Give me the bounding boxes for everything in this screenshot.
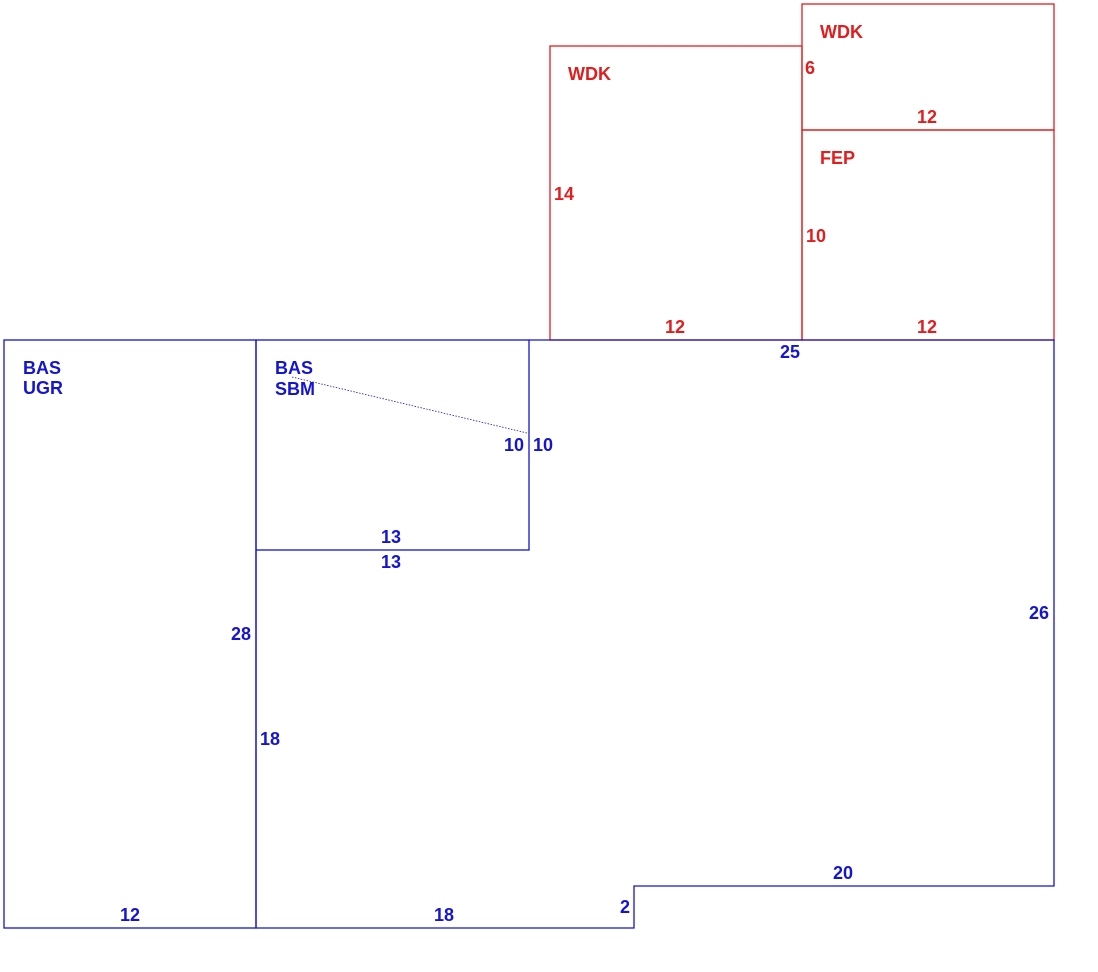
dim-fep-width: 12 [917,317,937,337]
dim-step-bottom: 20 [833,863,853,883]
label-fep: FEP [820,148,855,168]
dim-bottom-mid: 18 [434,905,454,925]
dim-sbm-bottom-inner: 13 [381,527,401,547]
additions-group [549,3,1055,341]
dim-bottom-left: 12 [120,905,140,925]
dim-sbm-bottom-outer: 13 [381,552,401,572]
label-wdk-small: WDK [820,22,863,42]
dim-main-top: 25 [780,342,800,362]
label-sbm: SBM [275,379,315,399]
dimension-labels: 14 12 6 12 10 12 25 10 10 13 13 26 28 18… [120,58,1049,925]
dim-wdk-small-height: 6 [805,58,815,78]
label-ugr: UGR [23,378,63,398]
wdk-large-area [549,45,803,341]
dim-mid-wall: 18 [260,729,280,749]
dim-wdk-large-width: 12 [665,317,685,337]
dim-sbm-right-outer: 10 [533,435,553,455]
main-structure-group [3,339,1055,929]
dim-wdk-small-width: 12 [917,107,937,127]
dim-left-wall: 28 [231,624,251,644]
area-labels: WDK WDK FEP BAS UGR BAS SBM [23,22,863,399]
sbm-area [255,339,530,551]
dim-wdk-large-height: 14 [554,184,574,204]
dim-step-height: 2 [620,897,630,917]
dim-sbm-right-inner: 10 [504,435,524,455]
bas-outline [255,339,1055,929]
label-bas-left: BAS [23,358,61,378]
dim-fep-height: 10 [806,226,826,246]
sbm-leader-line [291,376,528,434]
dim-main-right: 26 [1029,603,1049,623]
label-wdk-large: WDK [568,64,611,84]
label-bas-mid: BAS [275,358,313,378]
ugr-area [3,339,257,929]
